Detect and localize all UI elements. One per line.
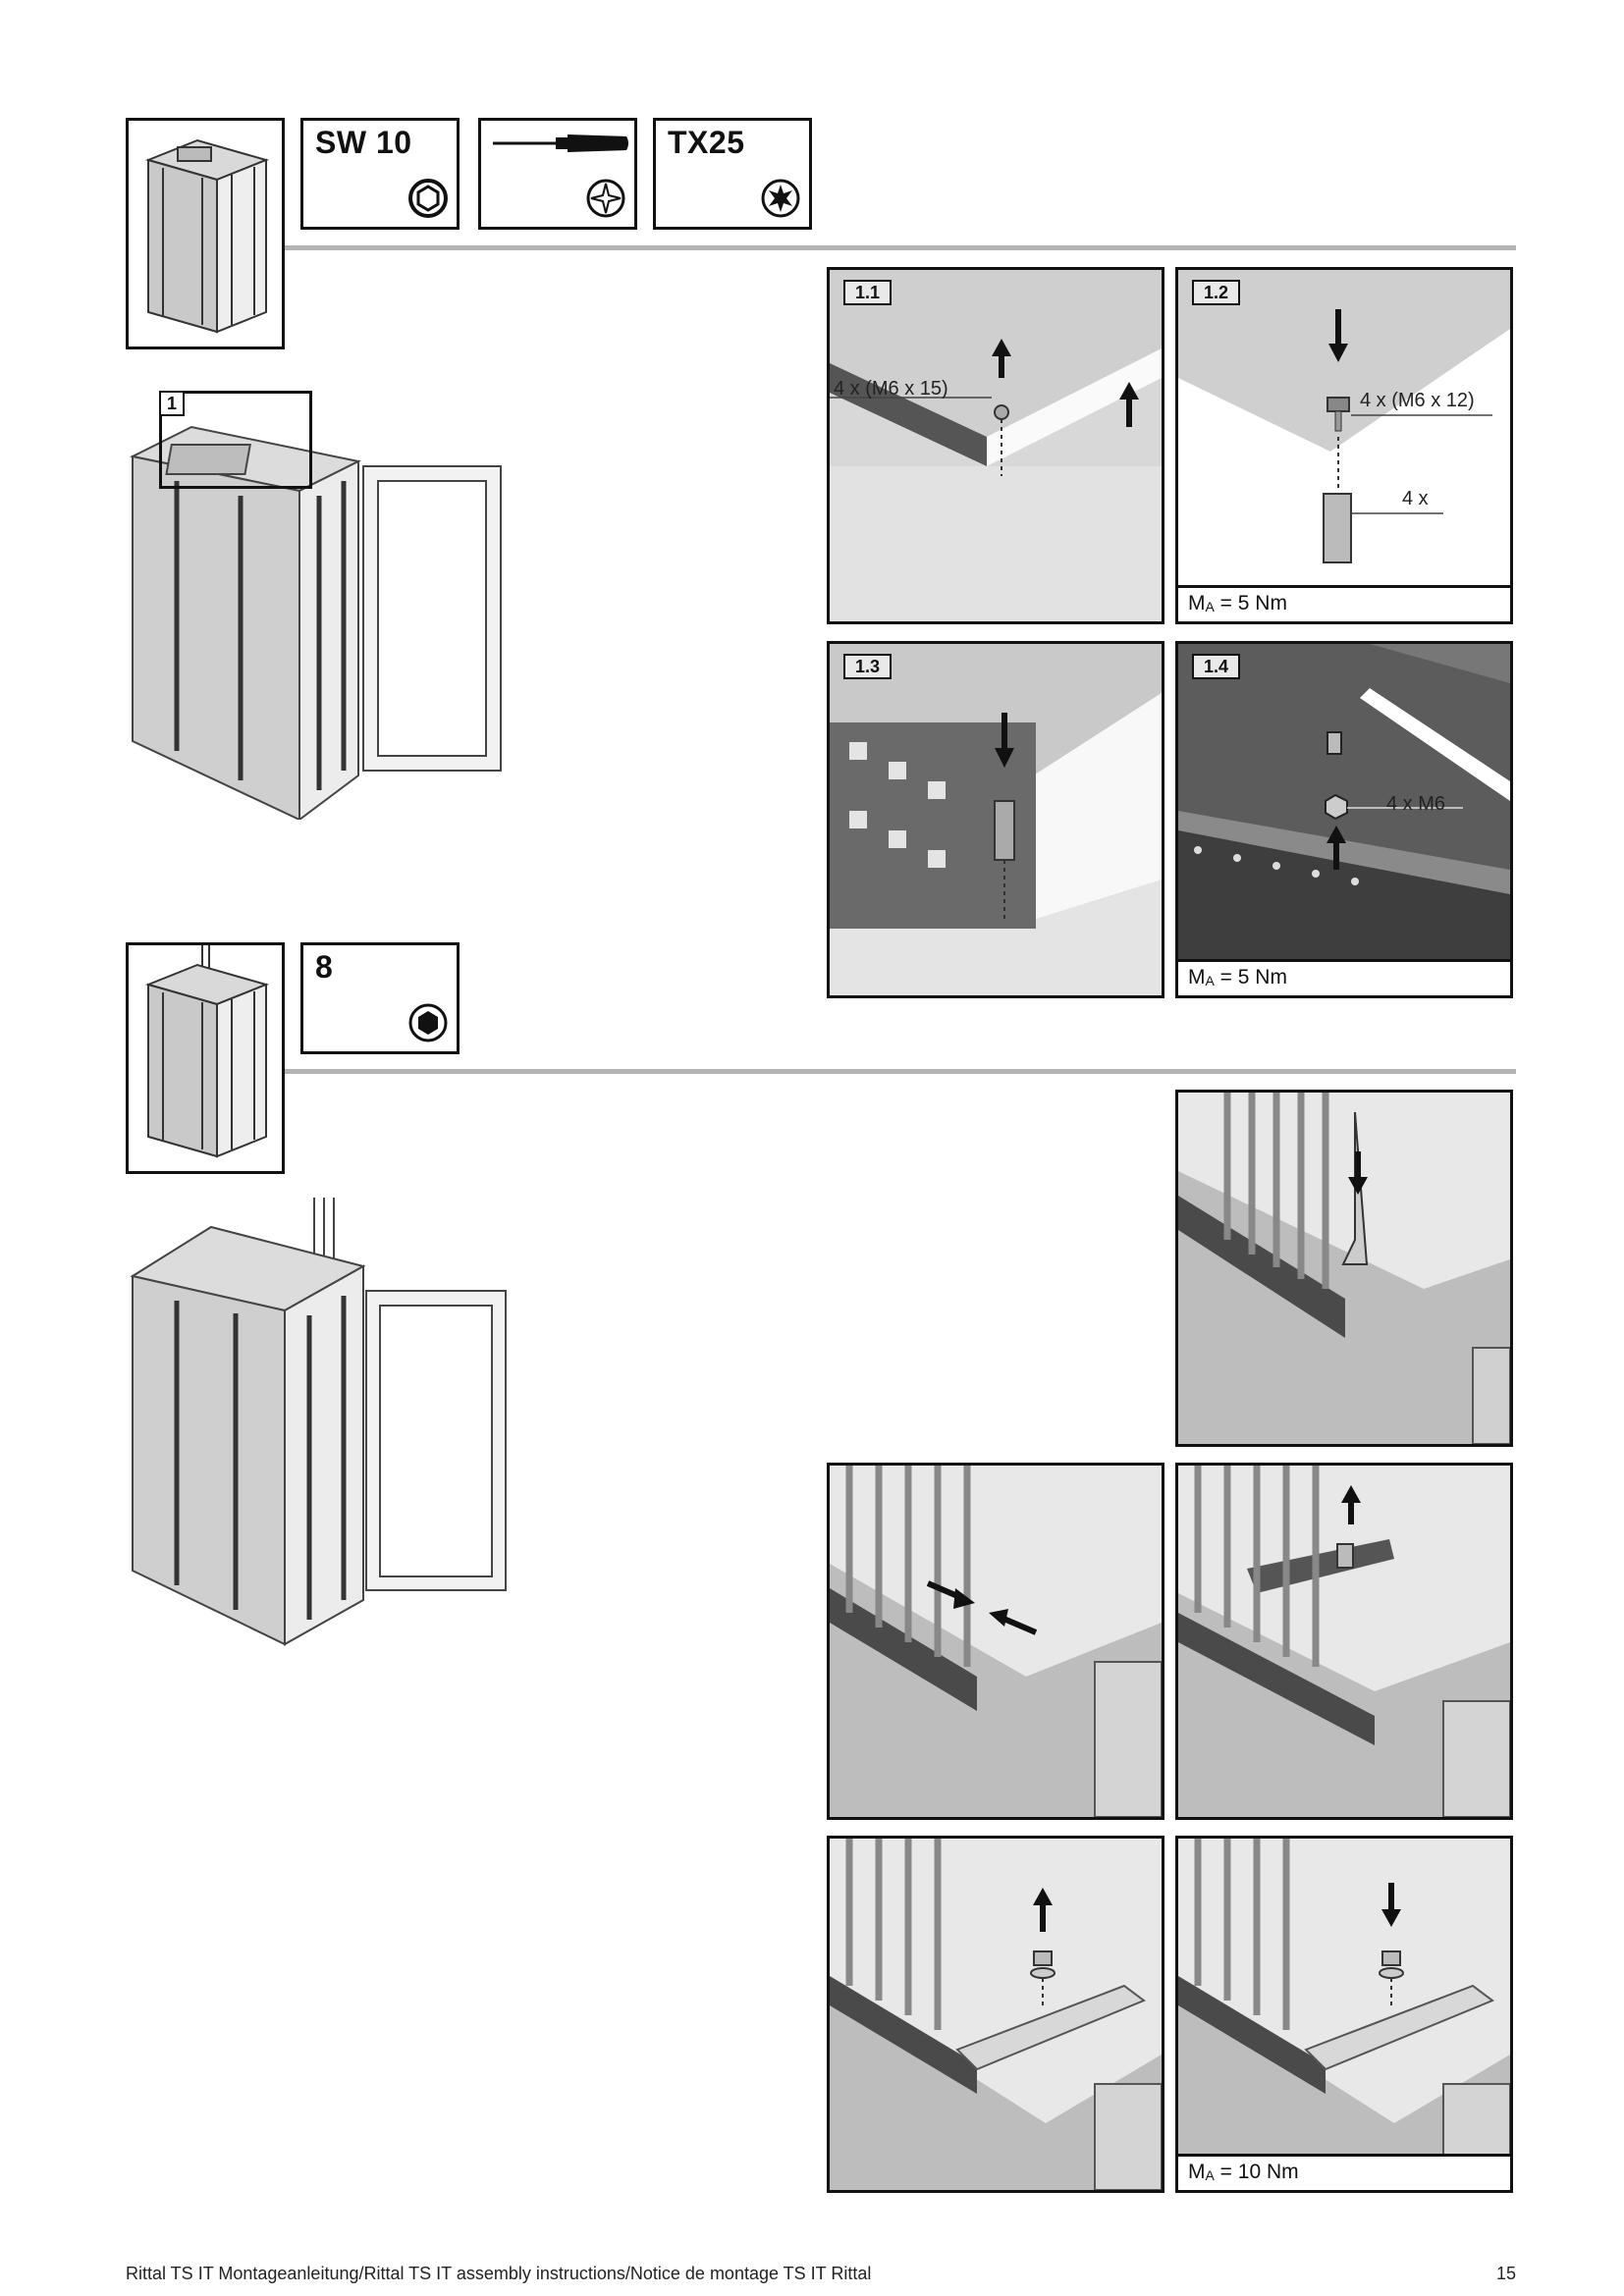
step-panel-1-2: 1.2 4 x (M6 x 12) 4 x MA = 5 Nm	[1175, 267, 1513, 624]
torque-value: = 5 Nm	[1214, 592, 1287, 614]
hex-nut-icon	[408, 1003, 448, 1042]
cabinet-overview-1	[123, 388, 545, 822]
section-divider-2	[285, 1069, 1516, 1074]
tool-wrench-label: SW 10	[315, 125, 412, 160]
phillips-screwdriver-icon	[586, 179, 625, 218]
step-tag-1-1: 1.1	[843, 280, 893, 305]
hex-socket-icon	[408, 179, 448, 218]
callout-spacers: 4 x	[1402, 488, 1429, 509]
screwdriver-icon	[493, 134, 628, 152]
step-panel-1-1: 1.1 4 x (M6 x 15)	[827, 267, 1164, 624]
torque-symbol: M	[1188, 2161, 1206, 2183]
tool-torx-tx25: TX25	[653, 118, 812, 230]
detail-callout-frame	[159, 391, 312, 489]
cable-entry-panel-4	[827, 1836, 1164, 2193]
callout-nuts-m6: 4 x M6	[1386, 793, 1446, 815]
torque-value: = 5 Nm	[1214, 966, 1287, 988]
step-tag-1-4: 1.4	[1192, 654, 1241, 679]
torque-spec-1-2: MA = 5 Nm	[1178, 585, 1510, 621]
cable-entry-panel-3	[1175, 1463, 1513, 1820]
torque-spec-final: MA = 10 Nm	[1178, 2154, 1510, 2190]
cable-entry-panel-2	[827, 1463, 1164, 1820]
section-divider-1	[285, 245, 1516, 250]
torque-symbol: M	[1188, 592, 1206, 614]
step-tag-1-2: 1.2	[1192, 280, 1241, 305]
tool-hex-key-8: 8	[300, 942, 460, 1054]
cabinet-overview-2	[123, 1198, 545, 1649]
tool-torx-label: TX25	[668, 125, 745, 160]
step-panel-1-4: 1.4 4 x M6 MA = 5 Nm	[1175, 641, 1513, 998]
detail-reference-number: 1	[159, 391, 186, 416]
cabinet-thumbnail-1	[126, 118, 285, 349]
callout-screws-m6x15: 4 x (M6 x 15)	[834, 378, 948, 400]
torx-icon	[761, 179, 800, 218]
cable-entry-panel-5: MA = 10 Nm	[1175, 1836, 1513, 2193]
torque-subscript: A	[1205, 973, 1215, 988]
page-number: 15	[1495, 2264, 1516, 2283]
torque-subscript: A	[1205, 599, 1215, 614]
callout-screws-m6x12: 4 x (M6 x 12)	[1360, 390, 1475, 411]
cabinet-thumbnail-2	[126, 942, 285, 1174]
torque-spec-1-4: MA = 5 Nm	[1178, 959, 1510, 995]
step-tag-1-3: 1.3	[843, 654, 893, 679]
tool-wrench-sw10: SW 10	[300, 118, 460, 230]
tool-hex-key-label: 8	[315, 949, 334, 985]
torque-subscript: A	[1205, 2167, 1215, 2183]
torque-symbol: M	[1188, 966, 1206, 988]
torque-value: = 10 Nm	[1214, 2161, 1299, 2183]
step-panel-1-3: 1.3	[827, 641, 1164, 998]
cable-entry-panel-1	[1175, 1090, 1513, 1447]
tool-screwdriver	[478, 118, 637, 230]
footer-text: Rittal TS IT Montageanleitung/Rittal TS …	[126, 2264, 872, 2283]
